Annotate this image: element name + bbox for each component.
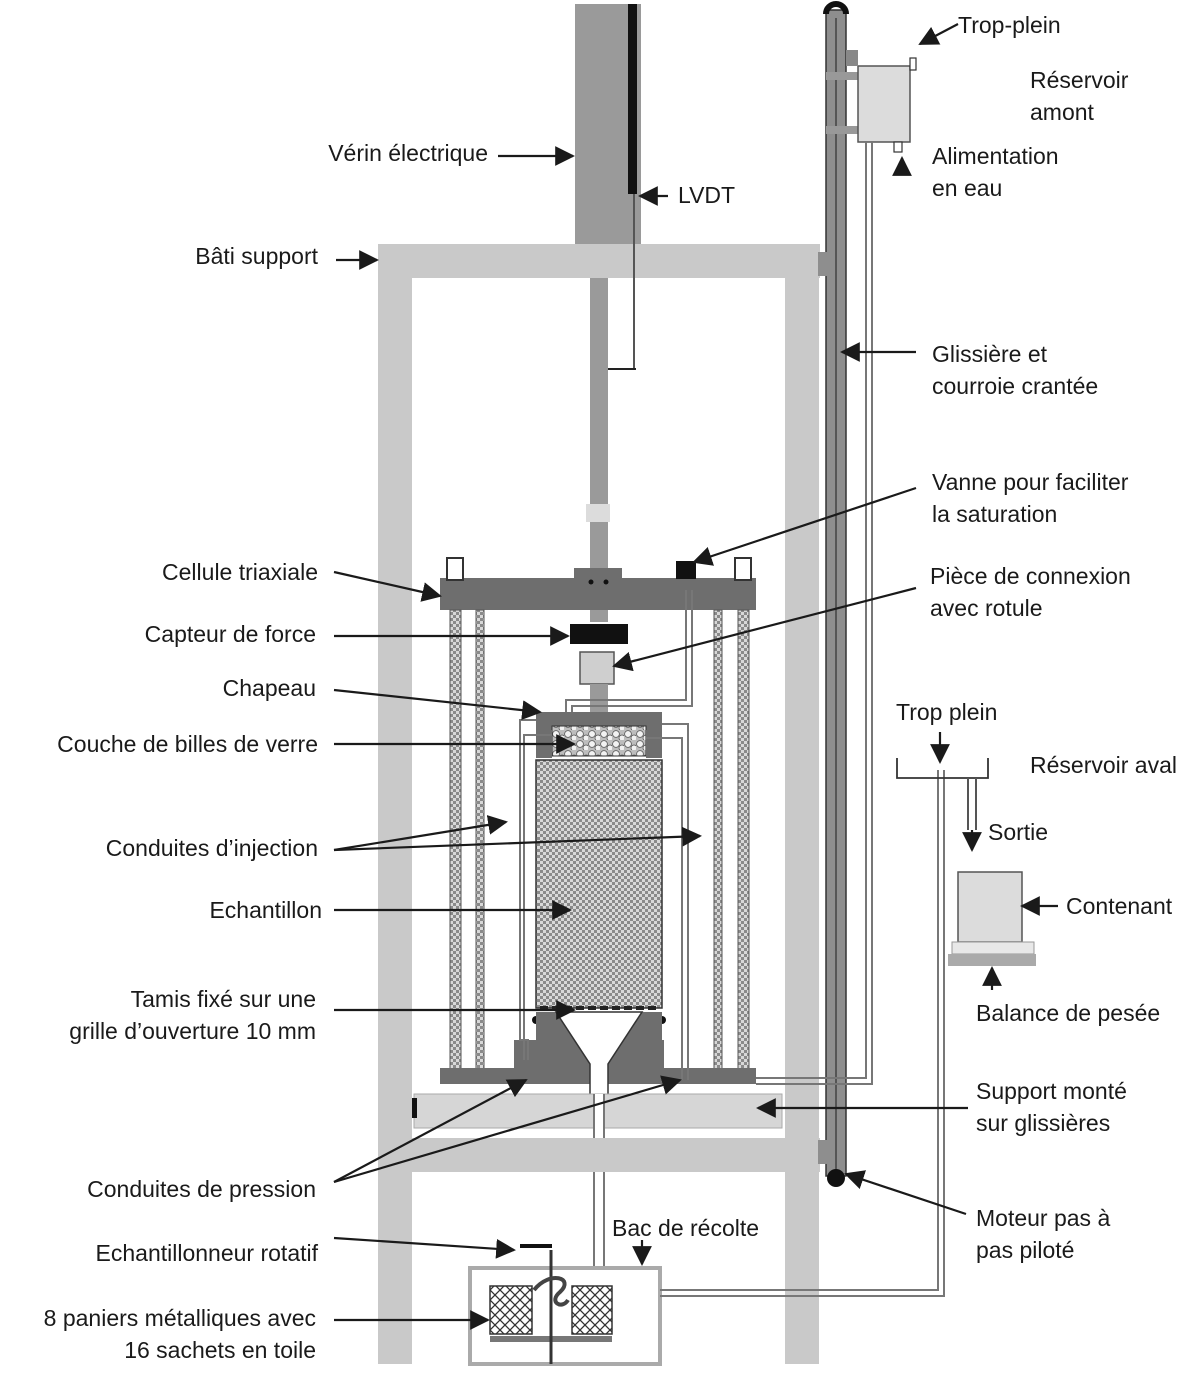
label-bac: Bac de récolte <box>612 1215 759 1241</box>
sample-cap <box>536 712 662 758</box>
label-contenant: Contenant <box>1066 893 1173 919</box>
label-billes: Couche de billes de verre <box>57 731 318 757</box>
label-echantillon: Echantillon <box>209 897 322 923</box>
label-trop-plein-aval: Trop plein <box>896 699 997 725</box>
electric-actuator <box>575 4 641 622</box>
label-conduites-injection: Conduites d’injection <box>106 835 318 861</box>
label-trop-plein: Trop-plein <box>958 12 1061 38</box>
upstream-reservoir <box>846 50 917 153</box>
callout-arrows <box>333 23 1058 1330</box>
label-lvdt: LVDT <box>678 182 735 208</box>
funnel-base <box>536 1011 662 1101</box>
label-bati: Bâti support <box>195 243 318 269</box>
label-verin: Vérin électrique <box>328 140 488 166</box>
load-cell <box>570 624 628 644</box>
label-echantillonneur: Echantillonneur rotatif <box>96 1240 319 1266</box>
soil-sample <box>535 759 663 1009</box>
collection-bin <box>468 1244 662 1366</box>
swivel-connector <box>579 651 615 685</box>
label-capteur: Capteur de force <box>145 621 316 647</box>
label-conduites-pression: Conduites de pression <box>87 1176 316 1202</box>
downstream-reservoir <box>896 758 989 830</box>
label-balance: Balance de pesée <box>976 1000 1160 1026</box>
label-reservoir-aval: Réservoir aval <box>1030 752 1177 778</box>
guide-rail <box>818 1 860 1187</box>
label-chapeau: Chapeau <box>223 675 316 701</box>
label-sortie: Sortie <box>988 819 1048 845</box>
frame-support <box>378 244 820 1364</box>
label-cellule: Cellule triaxiale <box>162 559 318 585</box>
container-and-scale <box>948 871 1036 966</box>
